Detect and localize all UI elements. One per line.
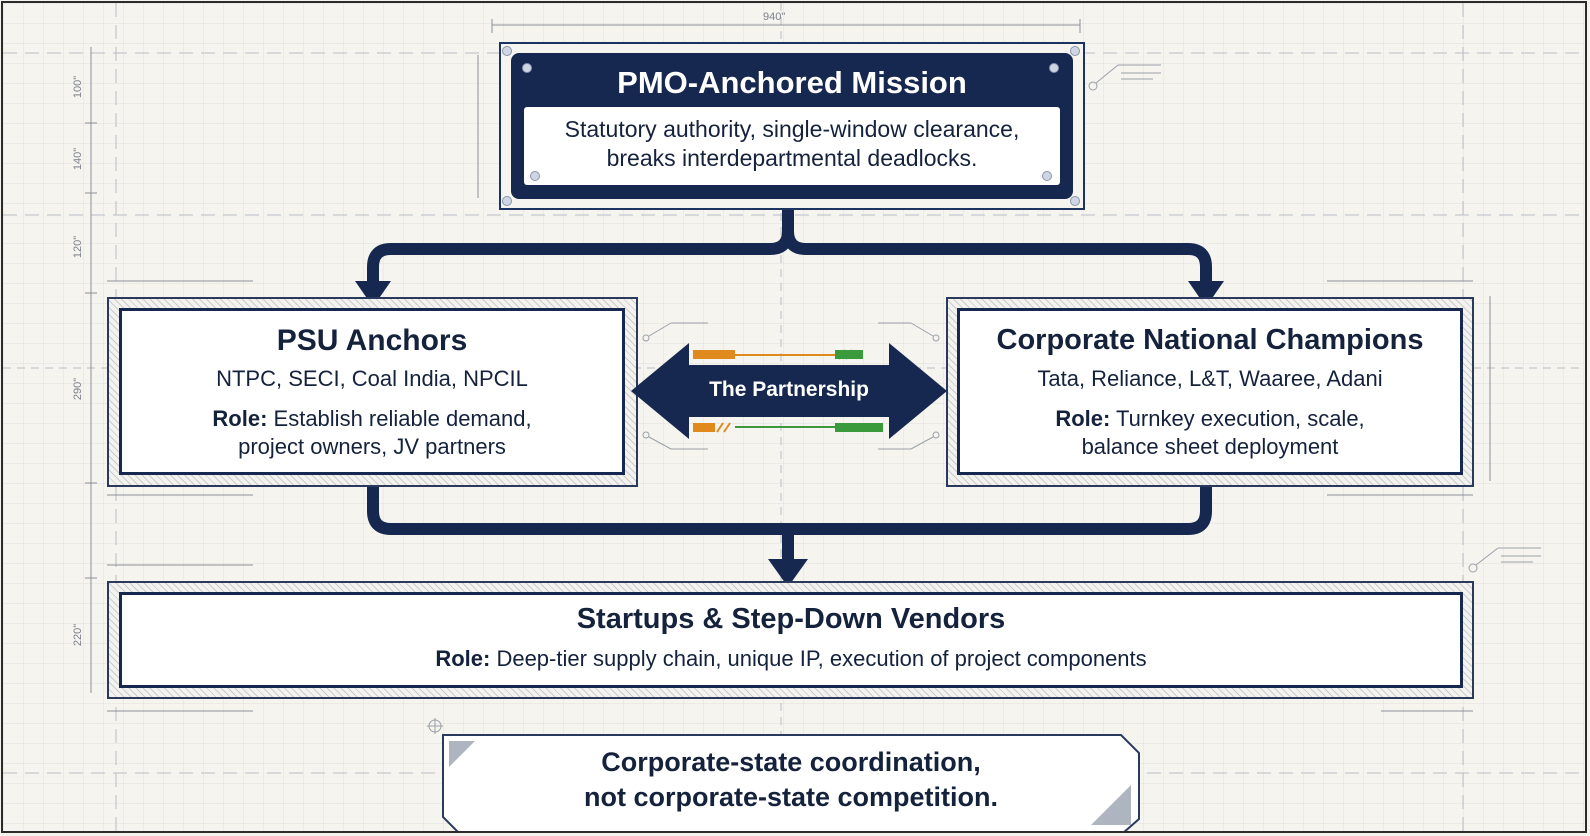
mission-description-line2: breaks interdepartmental deadlocks. (606, 145, 978, 171)
corporate-champions-title: Corporate National Champions (996, 324, 1424, 356)
psu-anchors-members: NTPC, SECI, Coal India, NPCIL (216, 366, 528, 391)
corporate-champions-box (957, 308, 1463, 475)
callout-line1: Corporate-state coordination, (601, 747, 981, 777)
mission-title: PMO-Anchored Mission (617, 65, 967, 100)
screw-icon (530, 171, 540, 181)
dimension-top-label: 940" (763, 11, 786, 23)
corporate-champions-role-line2: balance sheet deployment (1081, 434, 1339, 459)
screw-icon (1049, 63, 1059, 73)
mission-body-panel (524, 107, 1060, 185)
screw-icon (502, 46, 512, 56)
psu-anchors-box (119, 308, 625, 475)
partnership-label: The Partnership (709, 378, 869, 401)
role-text: Establish reliable demand, (267, 406, 532, 431)
mission-description-line1: Statutory authority, single-window clear… (564, 116, 1020, 142)
screw-icon (1070, 46, 1080, 56)
callout-line2: not corporate-state competition. (583, 782, 999, 812)
connector-arrows (355, 193, 1224, 587)
partnership-double-arrow (631, 343, 947, 439)
psu-anchors-title: PSU Anchors (276, 324, 468, 357)
screw-icon (1042, 171, 1052, 181)
role-label: Role: (435, 646, 491, 671)
psu-anchors-role: Role: Establish reliable demand, (119, 406, 625, 432)
psu-anchors-role-line2: project owners, JV partners (238, 434, 506, 459)
role-text: Deep-tier supply chain, unique IP, execu… (490, 646, 1147, 671)
role-label: Role: (1055, 406, 1111, 431)
corporate-champions-role: Role: Turnkey execution, scale, (957, 406, 1463, 432)
screw-icon (522, 63, 532, 73)
callout-frame (442, 734, 1140, 831)
role-text: Turnkey execution, scale, (1110, 406, 1365, 431)
startups-role: Role: Deep-tier supply chain, unique IP,… (119, 646, 1463, 672)
startups-title: Startups & Step-Down Vendors (576, 603, 1006, 635)
corporate-champions-members: Tata, Reliance, L&T, Waaree, Adani (1037, 366, 1383, 391)
screw-icon (502, 196, 512, 206)
screw-icon (1070, 196, 1080, 206)
startups-box (119, 592, 1463, 688)
role-label: Role: (212, 406, 268, 431)
